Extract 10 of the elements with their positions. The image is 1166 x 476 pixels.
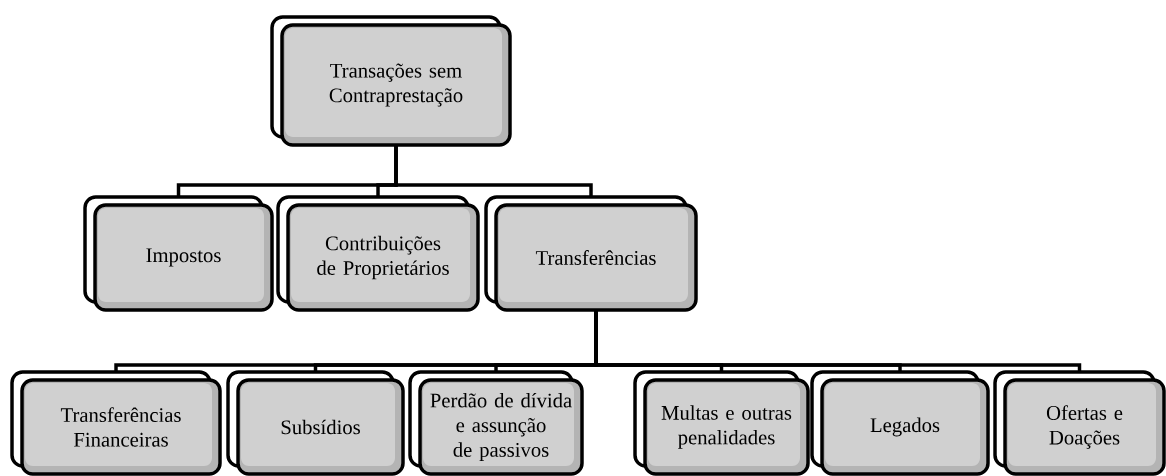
org-box: Transferências Financeiras xyxy=(10,370,222,476)
org-box: Contribuições de Proprietários xyxy=(276,195,480,312)
org-box: Perdão de dívida e assunção de passivos xyxy=(408,370,584,476)
org-box: Impostos xyxy=(83,195,274,312)
org-box: Transações sem Contraprestação xyxy=(270,15,512,147)
org-box: Multas e outras penalidades xyxy=(633,370,810,476)
org-box: Subsídios xyxy=(226,370,405,476)
org-box: Ofertas e Doações xyxy=(993,370,1166,476)
org-box: Transferências xyxy=(484,195,698,312)
org-box: Legados xyxy=(810,370,990,476)
